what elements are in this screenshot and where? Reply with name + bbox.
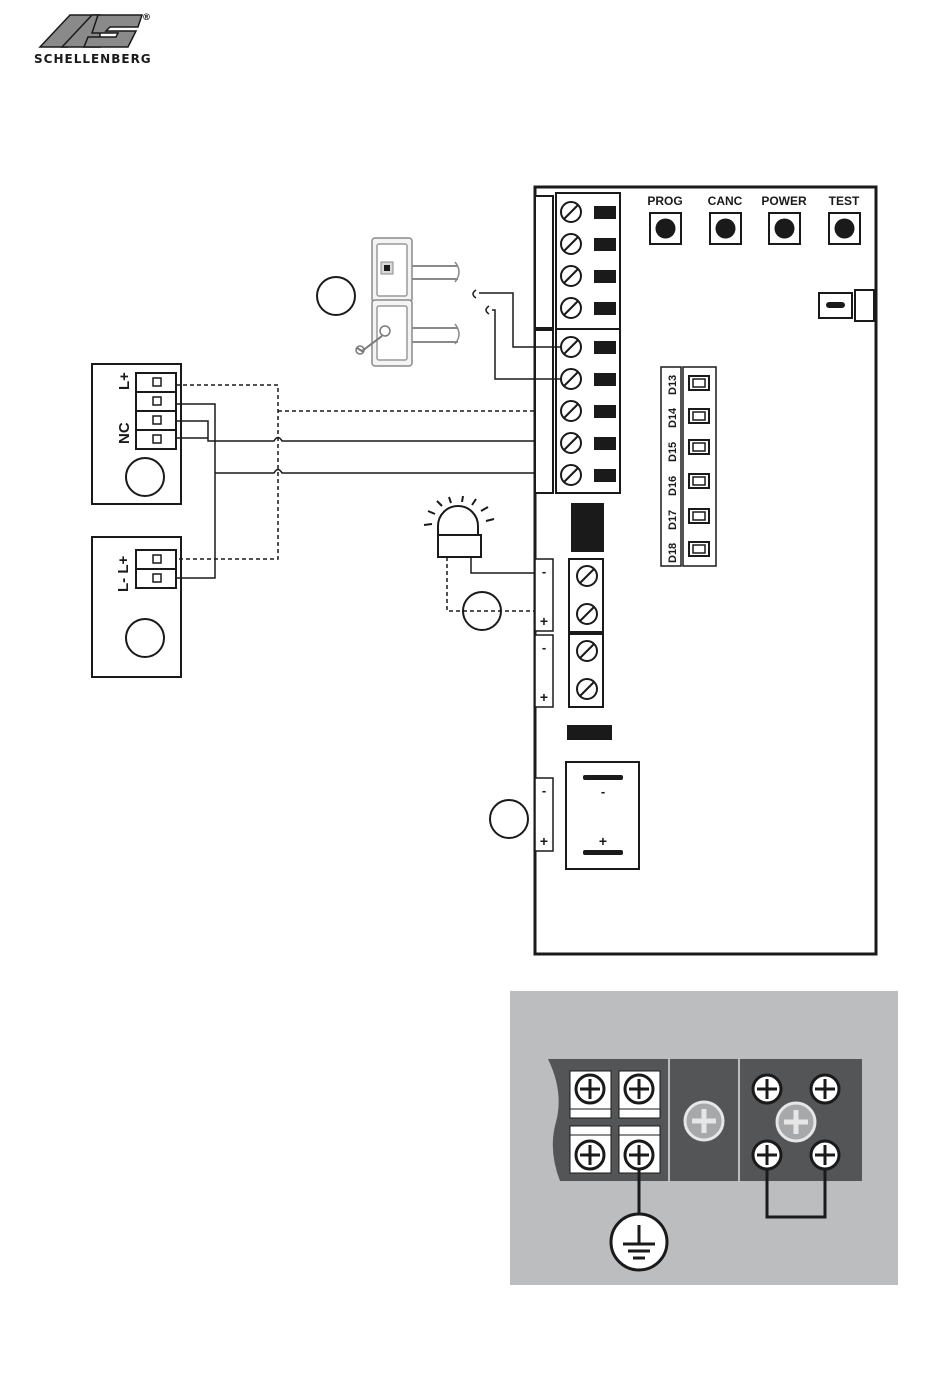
screw-terminal bbox=[577, 679, 597, 699]
callout-circle-lamp bbox=[463, 592, 501, 630]
led-d15-label: D15 bbox=[667, 442, 679, 462]
canc-button[interactable]: CANC bbox=[708, 194, 743, 244]
gray-screw-icon bbox=[777, 1103, 815, 1141]
gray-screw-icon bbox=[685, 1102, 723, 1140]
led-d18-label: D18 bbox=[667, 543, 679, 563]
battery-socket-plus: + bbox=[599, 833, 607, 849]
led-indicators: D13 D14 D15 D16 D17 D18 bbox=[661, 367, 716, 566]
receiver-nc-label: NC bbox=[116, 422, 133, 444]
callout-circle-transmitter bbox=[126, 619, 164, 657]
screw-terminal bbox=[577, 604, 597, 624]
screw-terminal bbox=[577, 566, 597, 586]
ground-icon bbox=[611, 1214, 667, 1270]
mains-terminal-detail bbox=[510, 991, 898, 1285]
test-button[interactable]: TEST bbox=[829, 194, 860, 244]
terminal-block-middle bbox=[535, 329, 620, 493]
brand-registered-mark: ® bbox=[142, 13, 152, 23]
schellenberg-logo: ® SCHELLENBERG bbox=[34, 13, 152, 66]
lamp-minus-label: - bbox=[542, 564, 546, 579]
battery-plus-label: + bbox=[540, 833, 548, 849]
screw-plus-icon bbox=[576, 1141, 604, 1169]
callout-circle-battery bbox=[490, 800, 528, 838]
battery-socket-minus: - bbox=[601, 784, 605, 799]
aux-plus-label: + bbox=[540, 689, 548, 705]
led-d14-label: D14 bbox=[667, 407, 679, 428]
power-button-label: POWER bbox=[761, 194, 807, 208]
jumper-connector bbox=[819, 290, 874, 321]
screw-plus-icon bbox=[753, 1075, 781, 1103]
screw-plus-icon bbox=[625, 1075, 653, 1103]
canc-button-label: CANC bbox=[708, 194, 743, 208]
fuse bbox=[567, 725, 612, 740]
transmitter-power-label: L- L+ bbox=[115, 556, 132, 592]
terminal-block-top bbox=[535, 193, 620, 329]
relay-chip bbox=[571, 503, 604, 552]
battery-minus-label: - bbox=[542, 783, 546, 798]
screw-terminal bbox=[577, 641, 597, 661]
prog-button-label: PROG bbox=[647, 194, 682, 208]
screw-plus-icon bbox=[576, 1075, 604, 1103]
led-d16-label: D16 bbox=[667, 476, 679, 496]
power-button[interactable]: POWER bbox=[761, 194, 807, 244]
brand-name: SCHELLENBERG bbox=[34, 52, 152, 66]
test-button-label: TEST bbox=[829, 194, 860, 208]
led-d17-label: D17 bbox=[667, 510, 679, 530]
terminal-block-lamp: - + bbox=[535, 559, 603, 632]
lamp-plus-label: + bbox=[540, 613, 548, 629]
prog-button[interactable]: PROG bbox=[647, 194, 682, 244]
screw-plus-icon bbox=[811, 1075, 839, 1103]
receiver-power-label: L+ bbox=[116, 372, 133, 390]
screw-plus-icon bbox=[753, 1141, 781, 1169]
photocell-transmitter: L- L+ bbox=[92, 537, 181, 677]
led-d13-label: D13 bbox=[667, 375, 679, 395]
terminal-block-aux: - + bbox=[535, 634, 603, 707]
aux-minus-label: - bbox=[542, 640, 546, 655]
key-switch-device bbox=[356, 238, 459, 366]
callout-circle-receiver bbox=[126, 458, 164, 496]
photocell-receiver: L+ NC bbox=[92, 364, 181, 504]
screw-plus-icon bbox=[811, 1141, 839, 1169]
callout-circle-key-switch bbox=[317, 277, 355, 315]
warning-lamp bbox=[424, 496, 494, 557]
screw-plus-icon bbox=[625, 1141, 653, 1169]
